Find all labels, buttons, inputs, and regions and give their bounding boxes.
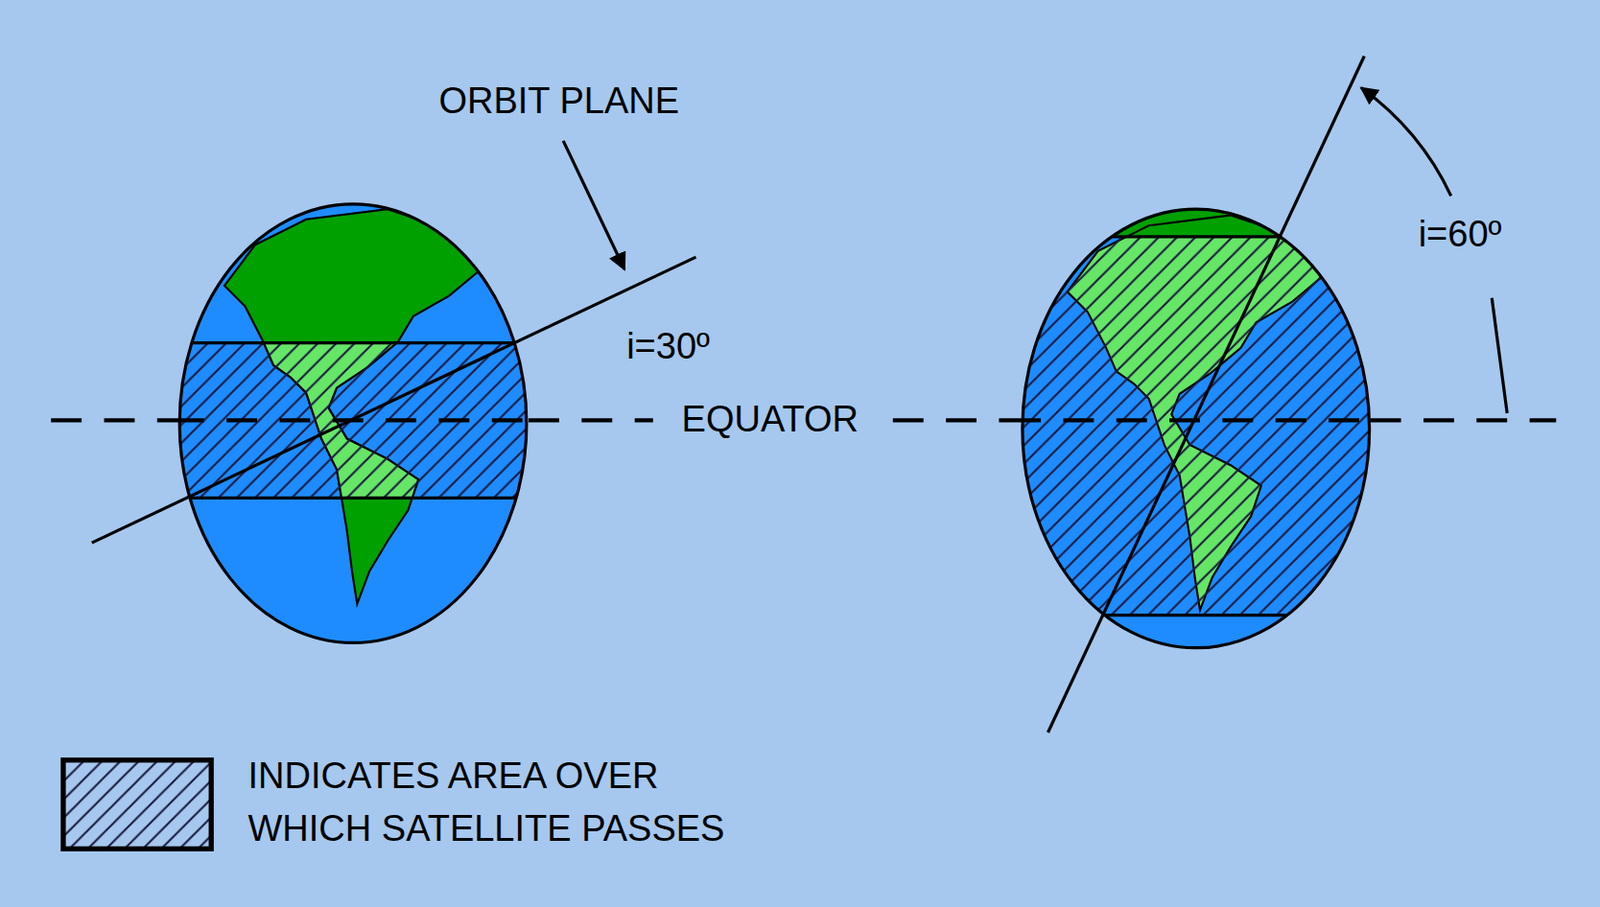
leader-label: ORBIT PLANE	[438, 80, 680, 125]
equator-line	[893, 418, 1556, 423]
earth-globe	[173, 204, 542, 644]
angle-arc	[1491, 298, 1507, 414]
angle-arc	[1361, 88, 1452, 197]
equator-label: EQUATOR	[682, 399, 859, 444]
legend-swatch	[63, 760, 212, 850]
orbit-plane-line	[92, 257, 697, 543]
orbit-plane-line	[1047, 56, 1365, 734]
earth-globe	[1010, 204, 1378, 649]
legend-swatch	[63, 760, 212, 850]
angle-label: i=60º	[1418, 212, 1503, 258]
legend-text: INDICATES AREA OVER WHICH SATELLITE PASS…	[247, 750, 747, 856]
angle-label: i=30º	[626, 325, 710, 370]
leader-arrow	[563, 141, 625, 270]
